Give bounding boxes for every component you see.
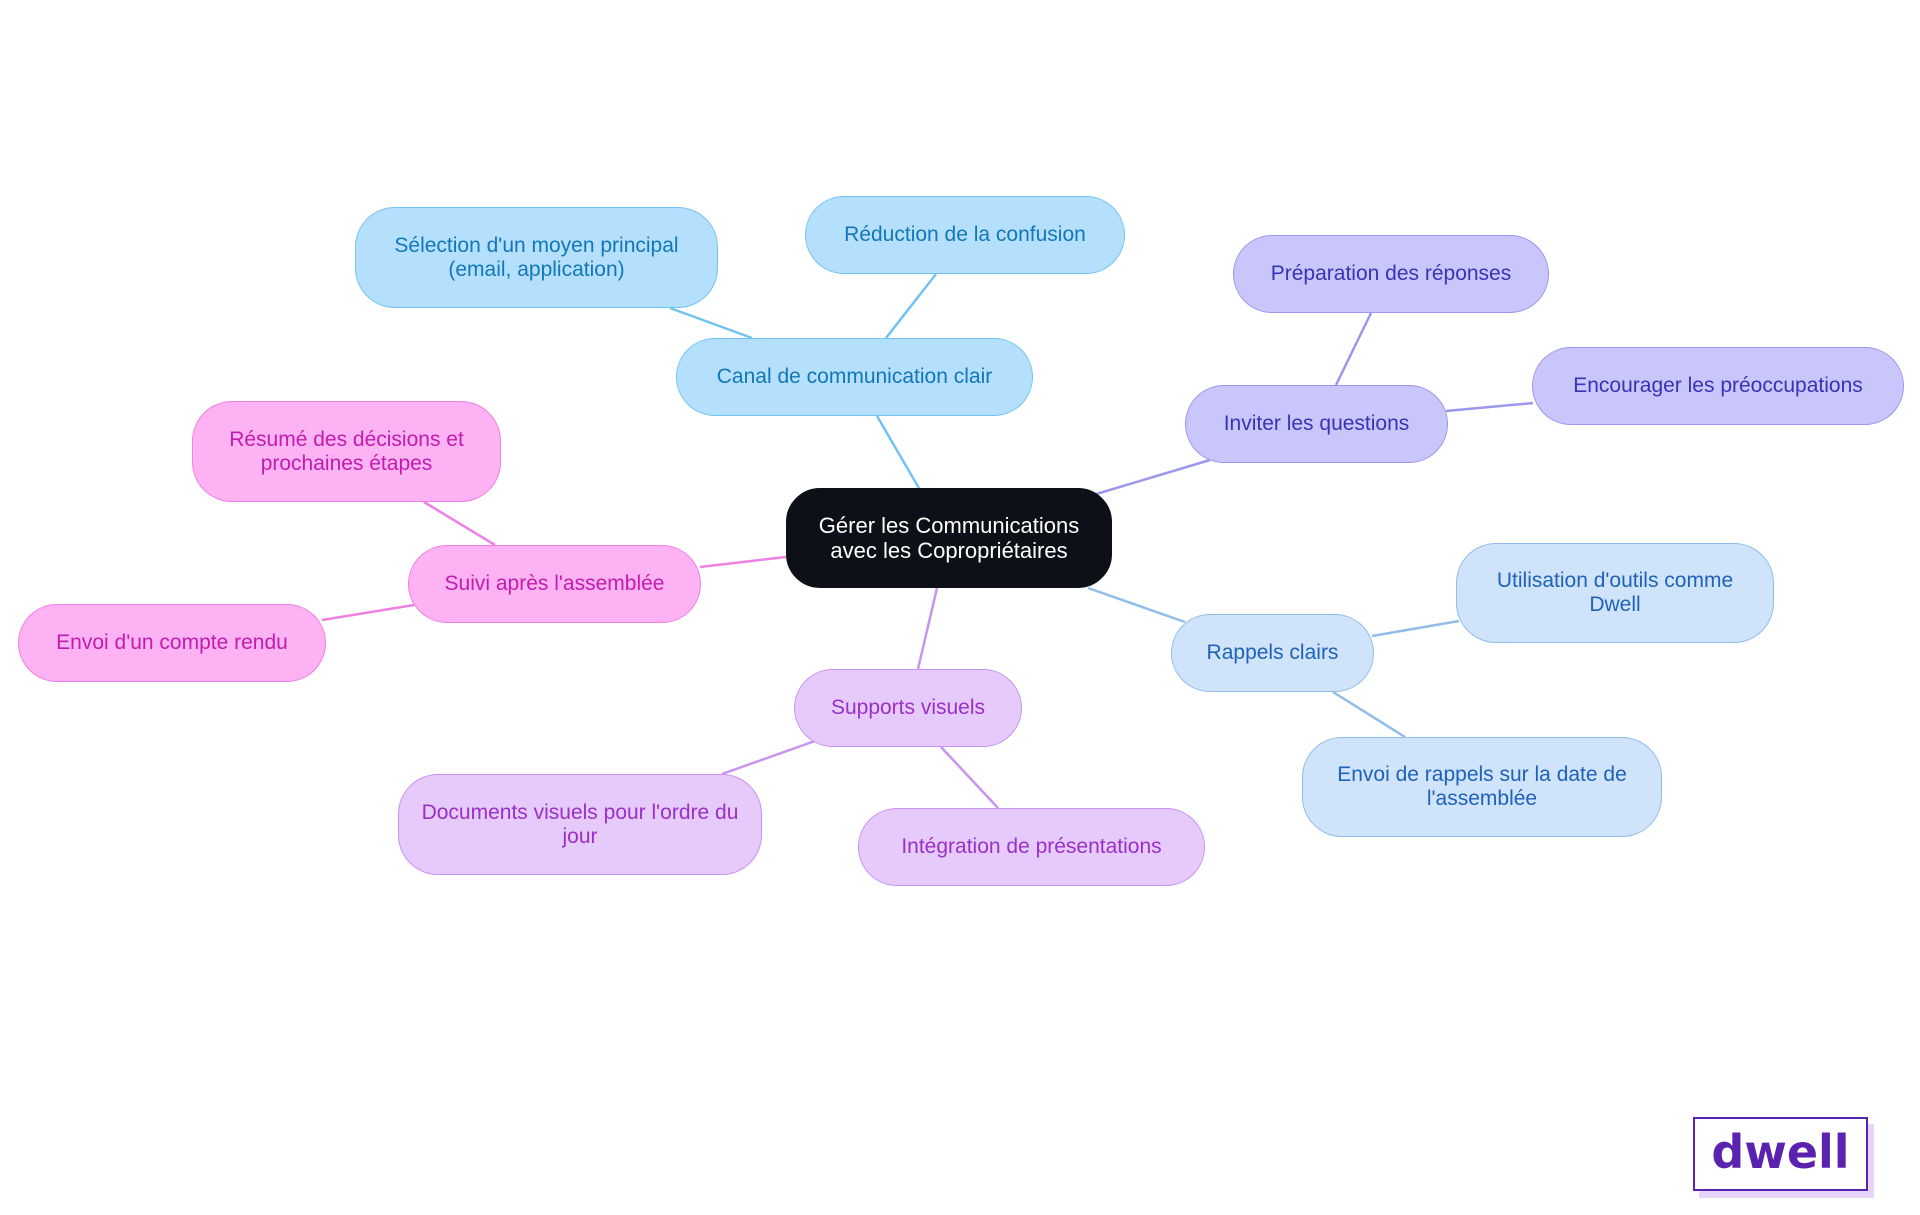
edge-invit-2 [1445,401,1534,413]
edge-canal-2 [885,273,937,339]
leaf-node: Encourager les préoccupations [1532,347,1904,425]
leaf-node-label: Sélection d'un moyen principal (email, a… [394,233,679,281]
edge-invit-1 [1334,312,1373,386]
edge-root-invit [1092,458,1211,497]
edge-rappel-2 [1332,690,1406,739]
leaf-node-label: Envoi d'un compte rendu [56,631,288,654]
leaf-node-label: Intégration de présentations [901,835,1162,858]
edge-root-suivi [699,555,787,569]
leaf-node-label: Envoi de rappels sur la date de l'assemb… [1337,763,1627,810]
branch-node-invit: Inviter les questions [1185,385,1448,463]
edge-supp-2 [940,746,999,809]
leaf-node: Utilisation d'outils comme Dwell [1456,543,1774,643]
edge-rappel-1 [1371,619,1460,638]
leaf-node: Envoi d'un compte rendu [18,604,326,682]
leaf-node-label: Encourager les préoccupations [1573,374,1863,397]
root-node-label: Gérer les Communications avec les Coprop… [818,513,1080,563]
leaf-node: Sélection d'un moyen principal (email, a… [355,207,718,308]
leaf-node-label: Réduction de la confusion [844,223,1086,246]
leaf-node: Intégration de présentations [858,808,1205,886]
edge-suivi-1 [423,500,496,547]
branch-node-label: Canal de communication clair [716,365,993,388]
branch-node-label: Inviter les questions [1223,412,1410,435]
leaf-node-label: Préparation des réponses [1270,262,1512,285]
leaf-node: Résumé des décisions et prochaines étape… [192,401,501,502]
branch-node-label: Rappels clairs [1206,641,1339,664]
leaf-node-label: Résumé des décisions et prochaines étape… [229,427,464,475]
leaf-node: Préparation des réponses [1233,235,1549,313]
edge-supp-1 [721,739,816,776]
leaf-node: Réduction de la confusion [805,196,1125,274]
branch-node-suivi: Suivi après l'assemblée [408,545,701,623]
branch-node-supports: Supports visuels [794,669,1022,747]
leaf-node: Documents visuels pour l'ordre du jour [398,774,762,875]
dwell-logo: dwell [1693,1117,1868,1191]
edge-suivi-2 [321,603,415,622]
branch-node-rappel: Rappels clairs [1171,614,1374,692]
leaf-node: Envoi de rappels sur la date de l'assemb… [1302,737,1662,837]
branch-node-label: Supports visuels [830,696,986,719]
branch-node-label: Suivi après l'assemblée [444,572,665,595]
branch-node-canal: Canal de communication clair [676,338,1033,416]
leaf-node-label: Utilisation d'outils comme Dwell [1496,569,1734,616]
logo-text: dwell [1711,1125,1850,1179]
root-node: Gérer les Communications avec les Coprop… [786,488,1112,588]
leaf-node-label: Documents visuels pour l'ordre du jour [421,800,739,848]
edge-root-rappel [1087,586,1186,624]
edge-canal-1 [669,306,753,340]
edge-root-supp [916,587,939,670]
edge-root-canal [875,415,922,491]
